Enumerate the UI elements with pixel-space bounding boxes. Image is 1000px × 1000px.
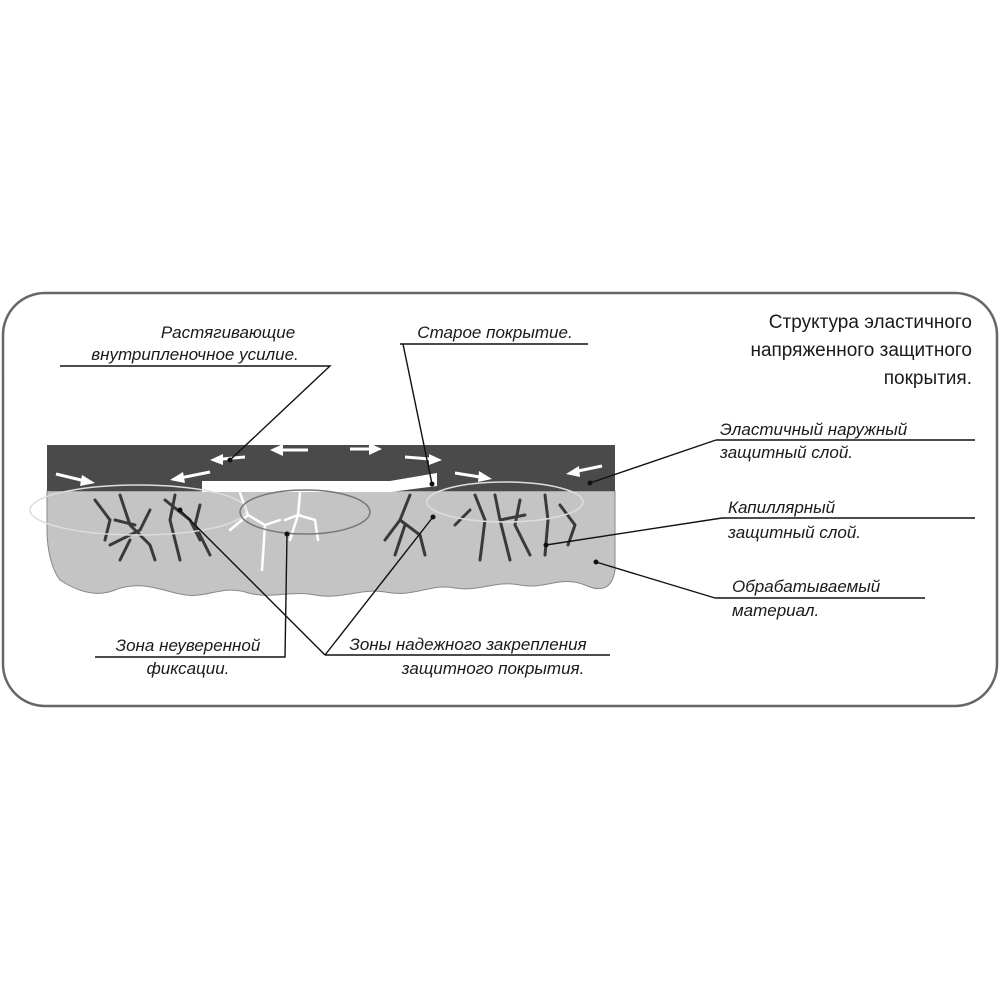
- uncertain-zone-label-2: фиксации.: [147, 659, 230, 678]
- old-coating: [202, 473, 437, 492]
- tension-label-2: внутрипленочное усилие.: [91, 345, 299, 364]
- title-line-2: напряженного защитного: [750, 340, 972, 361]
- white-cracks: [228, 491, 320, 572]
- tension-arrows: [55, 443, 603, 486]
- outer-layer-label-1: Эластичный наружный: [720, 420, 908, 439]
- uncertain-zone: [239, 489, 371, 535]
- treated-material: [46, 490, 616, 597]
- uncertain-zone-label-1: Зона неуверенной: [116, 636, 261, 655]
- reliable-zones-label-1: Зоны надежного закрепления: [349, 635, 586, 654]
- title-line-1: Структура эластичного: [769, 312, 972, 333]
- leader-lines: [60, 343, 975, 658]
- title-line-3: покрытия.: [884, 368, 972, 389]
- capillary-label-1: Капиллярный: [728, 498, 836, 517]
- material-label-2: материал.: [732, 601, 819, 620]
- outer-layer-label-2: защитный слой.: [719, 443, 853, 462]
- old-coating-label: Старое покрытие.: [417, 323, 572, 342]
- tension-label-1: Растягивающие: [161, 323, 295, 342]
- capillary-roots: [93, 493, 577, 562]
- material-label-1: Обрабатываемый: [732, 577, 881, 596]
- reliable-zones-label-2: защитного покрытия.: [401, 659, 585, 678]
- capillary-label-2: защитный слой.: [727, 523, 861, 542]
- reliable-zone-right: [426, 481, 584, 523]
- reliable-zone-left: [29, 484, 247, 536]
